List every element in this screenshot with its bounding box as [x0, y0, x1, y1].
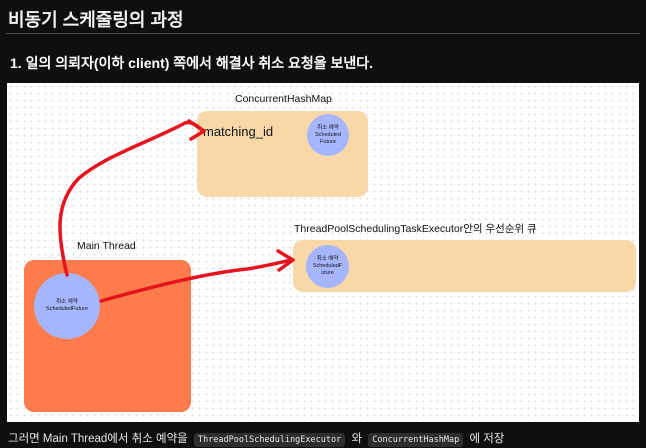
concurrent-hashmap-label: ConcurrentHashMap — [235, 93, 332, 105]
priority-queue-box — [293, 240, 636, 292]
code-thread-pool-executor: ThreadPoolSchedulingExecutor — [193, 433, 346, 447]
title-divider — [6, 33, 640, 34]
future-line: 취소 예약 — [316, 256, 339, 262]
future-line: uture — [321, 270, 334, 276]
map-scheduled-future-circle: 취소 예약 Scheduled Future — [307, 114, 349, 156]
arrow-to-hashmap-head — [187, 119, 206, 141]
section-heading: 1. 일의 의뢰자(이하 client) 쪽에서 해결사 취소 요청을 보낸다. — [10, 55, 374, 71]
future-line: 취소 예약 — [317, 124, 339, 131]
future-line: 취소 예약 — [56, 299, 78, 305]
arrow-to-queue-head — [276, 249, 295, 272]
footer-text: 에 저장 — [469, 433, 505, 445]
page-title: 비동기 스케줄링의 과정 — [8, 10, 184, 30]
arrow-to-hashmap — [58, 120, 205, 277]
priority-queue-label: ThreadPoolSchedulingTaskExecutor안의 우선순위 … — [294, 223, 537, 235]
future-line: ScheduledF — [312, 263, 343, 269]
diagram-image: ConcurrentHashMap matching_id 취소 예약 Sche… — [7, 83, 639, 422]
footer-caption: 그러면 Main Thread에서 취소 예약을 ThreadPoolSched… — [8, 430, 505, 447]
request-arrows — [58, 119, 295, 303]
future-line: Future — [320, 138, 336, 145]
footer-text: 와 — [351, 433, 363, 445]
main-scheduled-future-circle: 취소 예약 ScheduledFuture — [34, 273, 100, 339]
queue-scheduled-future-circle: 취소 예약 ScheduledF uture — [306, 245, 349, 288]
future-line: Scheduled — [315, 131, 341, 138]
arrow-to-queue — [99, 258, 294, 303]
footer-text: 그러면 Main Thread에서 취소 예약을 — [8, 433, 188, 445]
matching-id-key: matching_id — [203, 124, 274, 139]
main-thread-label: Main Thread — [77, 240, 136, 252]
future-line: ScheduledFuture — [46, 306, 88, 312]
code-concurrent-hashmap: ConcurrentHashMap — [368, 433, 464, 447]
